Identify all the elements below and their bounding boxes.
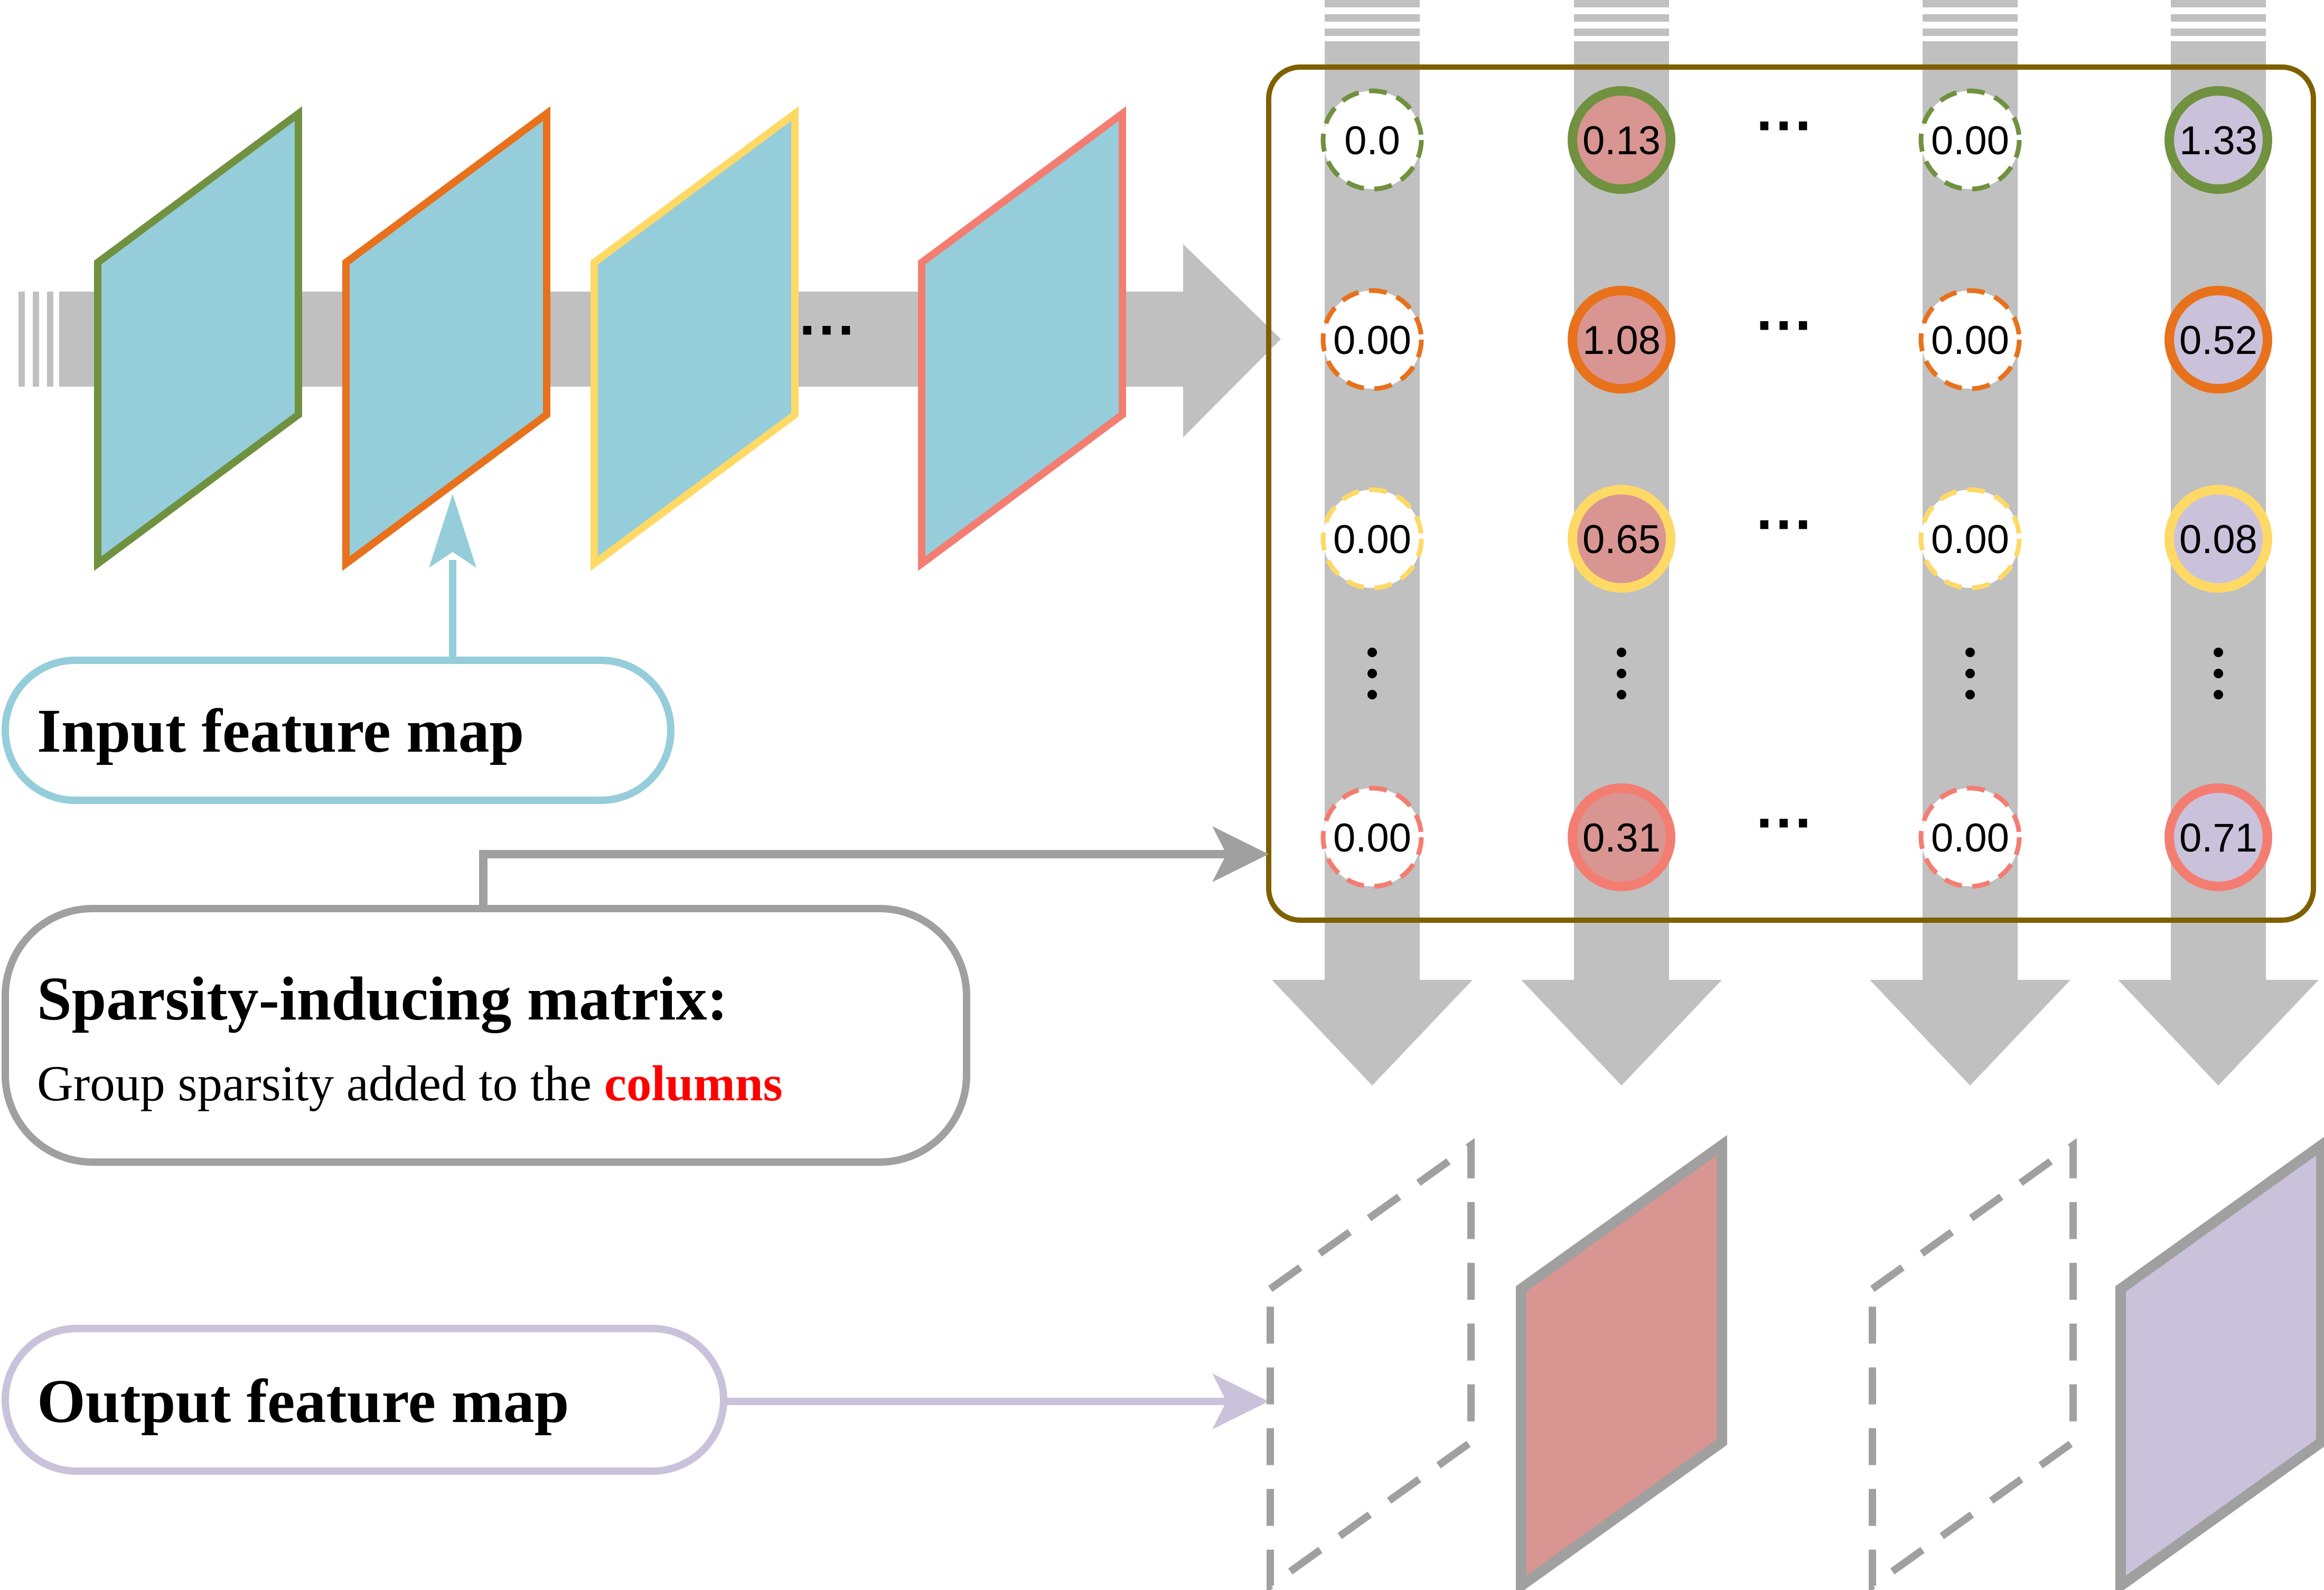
input-ellipsis: ··· (799, 297, 857, 362)
matrix-cell-value: 0.31 (1582, 816, 1661, 861)
matrix-cell-value: 0.65 (1582, 517, 1661, 562)
arrow-down-icon (1870, 980, 2070, 1086)
matrix-cell: 0.00 (1320, 487, 1424, 591)
matrix-cell-value: 0.00 (1333, 318, 1411, 363)
matrix-cell-value: 1.33 (2179, 118, 2257, 163)
matrix-cell-value: 0.00 (1931, 816, 2009, 861)
matrix-cell: 0.31 (1568, 783, 1675, 891)
matrix-column-ellipsis (1367, 648, 1377, 699)
input-feature-map-3 (591, 106, 799, 571)
matrix-cell-value: 0.00 (1931, 318, 2009, 363)
sparsity-matrix-border (1266, 64, 2316, 923)
matrix-cell-value: 0.00 (1931, 118, 2009, 163)
matrix-row-ellipsis: ··· (1756, 293, 1814, 358)
matrix-row-ellipsis: ··· (1756, 93, 1814, 158)
matrix-cell-value: 0.00 (1333, 517, 1411, 562)
arrow-right-icon (1212, 1373, 1269, 1429)
matrix-cell: 0.13 (1568, 86, 1675, 194)
sparsity-connector (479, 826, 1269, 906)
input-feature-map-label-box: Input feature map (2, 657, 674, 804)
output-feature-map-1 (1267, 1138, 1475, 1590)
matrix-cell-value: 0.52 (2179, 318, 2257, 363)
input-feature-map-label: Input feature map (37, 696, 524, 765)
matrix-cell-value: 0.00 (1333, 816, 1411, 861)
output-feature-map-3 (1869, 1138, 2077, 1590)
matrix-cell: 0.08 (2164, 485, 2272, 593)
input-feature-map-2 (342, 106, 550, 571)
matrix-column-ellipsis (2214, 648, 2223, 699)
matrix-cell: 0.0 (1320, 88, 1424, 192)
matrix-cell: 0.00 (1918, 785, 2022, 889)
arrow-down-icon (2118, 980, 2319, 1086)
matrix-cell: 0.00 (1320, 288, 1424, 391)
output-feature-map-4 (2115, 1137, 2324, 1590)
arrow-right-icon (1212, 826, 1269, 882)
arrow-down-icon (1272, 980, 1473, 1086)
input-feature-maps (94, 106, 1126, 571)
matrix-cell-value: 0.71 (2179, 816, 2257, 861)
input-feature-map-4 (918, 106, 1126, 571)
output-feature-map-label: Output feature map (37, 1367, 569, 1436)
output-feature-maps (1267, 1135, 2324, 1590)
matrix-cell-value: 0.0 (1344, 118, 1400, 163)
matrix-cell: 0.65 (1568, 485, 1675, 593)
matrix-cell-value: 0.08 (2179, 517, 2257, 562)
matrix-cell: 1.33 (2164, 86, 2272, 194)
input-stub-lines (18, 292, 101, 387)
matrix-ellipses: ··· ··· ··· ··· (1367, 93, 2223, 855)
sparsity-matrix-label-box: Sparsity-inducing matrix: Group sparsity… (2, 905, 970, 1166)
matrix-cell-value: 1.08 (1582, 318, 1661, 363)
arrow-up-icon (429, 494, 476, 663)
matrix-cell: 0.00 (1918, 487, 2022, 591)
arrow-down-icon (1521, 980, 1722, 1086)
matrix-cell-value: 0.00 (1931, 517, 2009, 562)
matrix-cell: 0.00 (1320, 785, 1424, 889)
matrix-cell: 0.52 (2164, 286, 2272, 394)
matrix-cell-value: 0.13 (1582, 118, 1661, 163)
output-connector (724, 1373, 1269, 1429)
output-feature-map-2 (1516, 1135, 1727, 1590)
sparsity-matrix-description: Group sparsity added to the columns (37, 1055, 783, 1111)
matrix-column-ellipsis (1965, 648, 1975, 699)
matrix-row-ellipsis: ··· (1756, 790, 1814, 855)
matrix-cell: 0.00 (1918, 88, 2022, 192)
matrix-column-ellipsis (1617, 648, 1626, 699)
matrix-row-ellipsis: ··· (1756, 492, 1814, 557)
sparsity-matrix-title: Sparsity-inducing matrix: (37, 964, 728, 1033)
matrix-cell: 1.08 (1568, 286, 1675, 394)
output-feature-map-label-box: Output feature map (2, 1325, 727, 1475)
matrix-cells: 0.0 0.13 0.00 1.33 0.00 1.08 0.00 0.52 0.00 0.65 0… (1320, 86, 2272, 891)
matrix-cell: 0.71 (2164, 783, 2272, 891)
matrix-cell: 0.00 (1918, 288, 2022, 391)
input-feature-map-1 (94, 106, 302, 571)
